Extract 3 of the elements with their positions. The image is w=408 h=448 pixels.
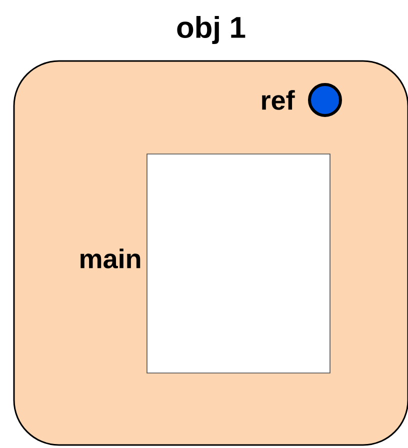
- node-caption: ref: [262, 90, 295, 110]
- box-title: obj 1: [177, 16, 246, 44]
- box-label: main: [80, 248, 140, 268]
